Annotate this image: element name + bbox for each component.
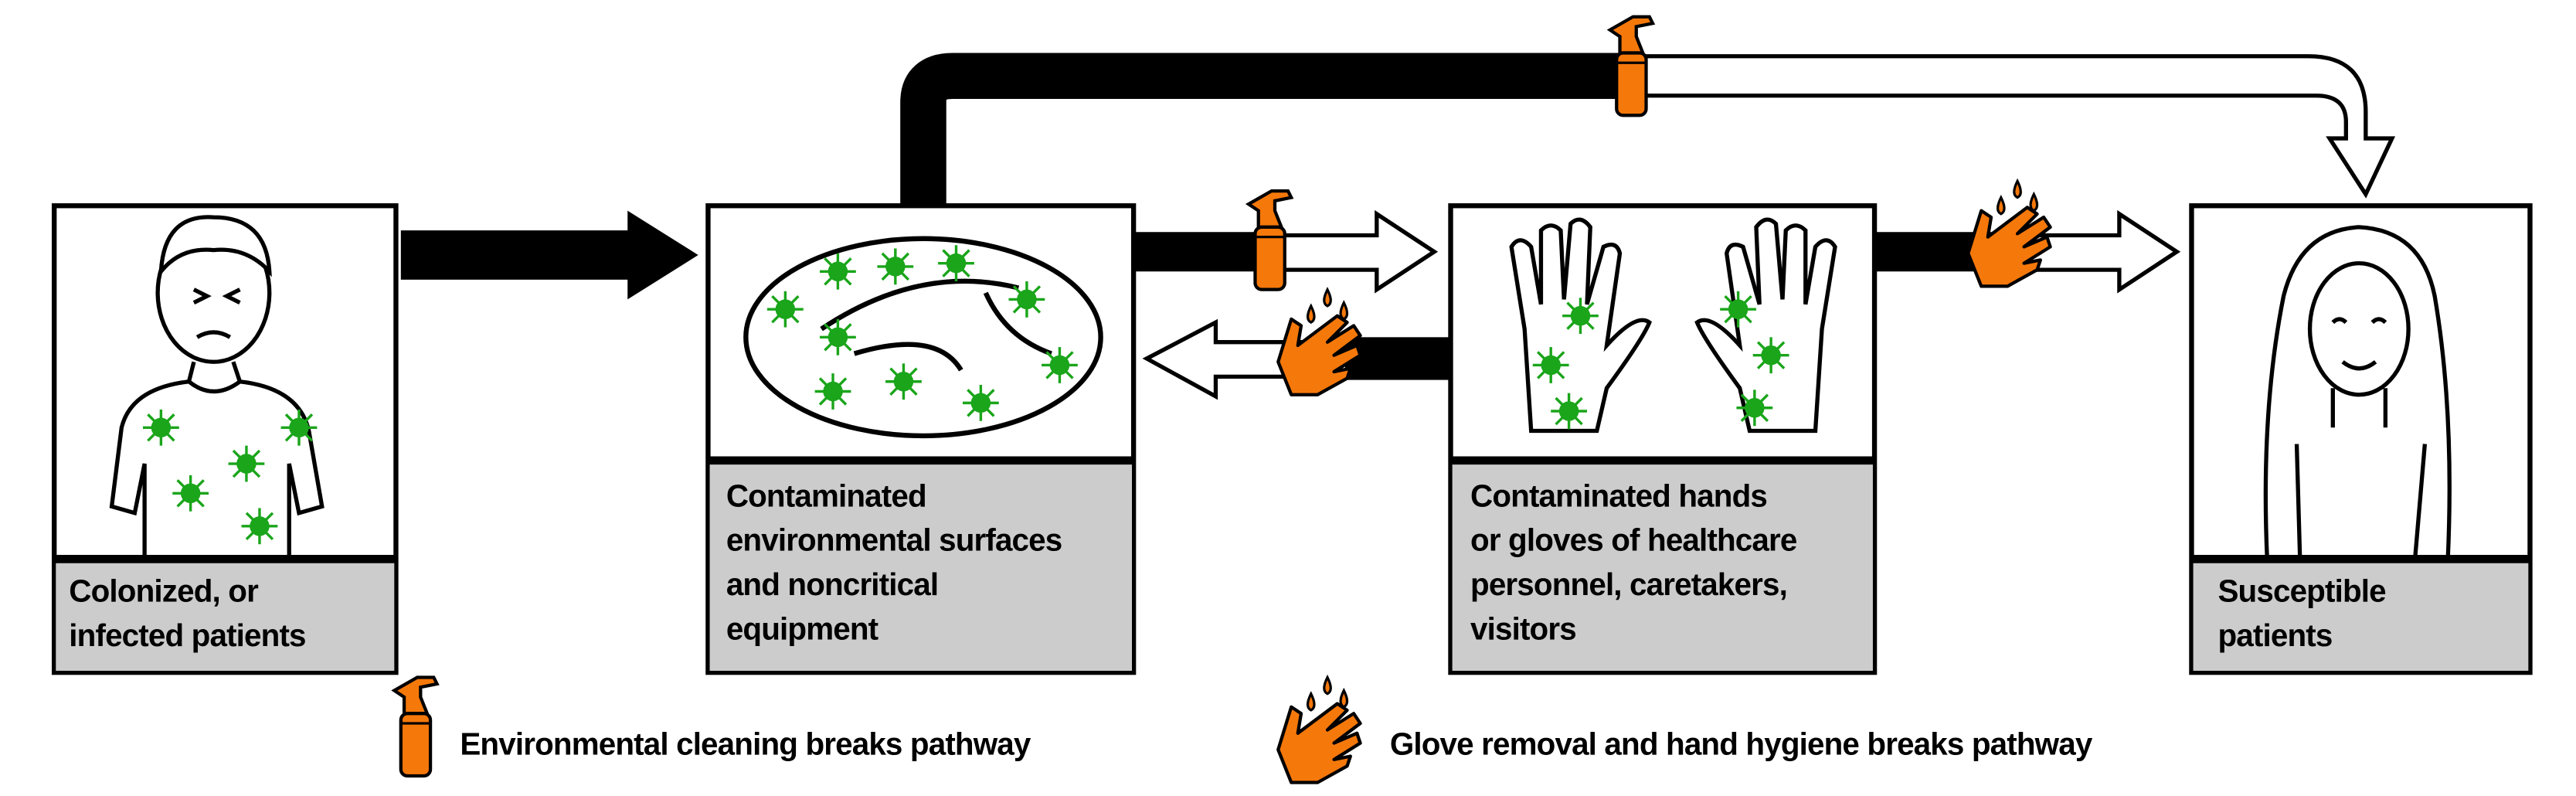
spray-bottle-icon bbox=[394, 677, 437, 776]
hand-washing-icon bbox=[1968, 181, 2050, 286]
spray-bottle-icon bbox=[1610, 17, 1653, 116]
hand-washing-icon bbox=[1278, 677, 1360, 782]
patient-to-surface-arrow bbox=[400, 210, 698, 300]
legend-hygiene-label: Glove removal and hand hygiene breaks pa… bbox=[1390, 726, 2093, 761]
spray-bottle-icon bbox=[1249, 191, 1291, 290]
hands-to-surface-arrow bbox=[1142, 290, 1449, 400]
surface-to-patient-arrow bbox=[900, 17, 2396, 205]
hands-to-patient-arrow bbox=[1876, 181, 2181, 294]
surface-to-hands-arrow bbox=[1133, 191, 1439, 294]
gloves-illustration bbox=[1509, 217, 1837, 434]
legend: Environmental cleaning breaks pathway Gl… bbox=[394, 677, 2094, 782]
sick-patient-illustration bbox=[109, 215, 325, 556]
hand-washing-icon bbox=[1278, 290, 1360, 395]
bed-ring-illustration bbox=[743, 236, 1103, 439]
healthy-patient-illustration bbox=[2263, 225, 2452, 560]
legend-cleaning-label: Environmental cleaning breaks pathway bbox=[460, 726, 1031, 761]
